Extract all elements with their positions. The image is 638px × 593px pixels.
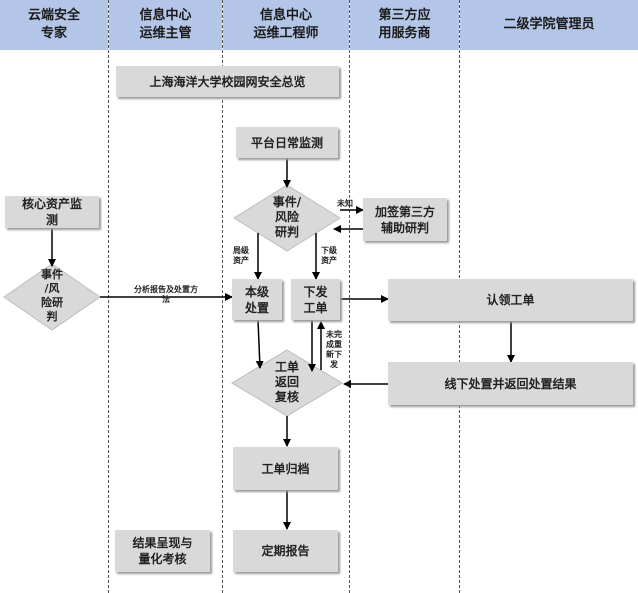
lane-title: 信息中心 运维主管: [139, 8, 192, 41]
edge-label-incomplete-reissue: 未完 成重 新下 发: [326, 330, 342, 369]
lane-title: 云端安全 专家: [27, 8, 80, 41]
edge-label-sub-asset: 下级 资产: [321, 246, 337, 265]
edge-label-unknown: 未知: [337, 199, 353, 208]
core-asset-monitor-box: 核心资产监 测: [5, 196, 99, 228]
lane-title: 信息中心 运维工程师: [253, 8, 319, 41]
result-assess-box: 结果呈现与 量化考核: [115, 530, 210, 572]
lane-title: 二级学院管理员: [503, 17, 595, 32]
periodic-report-box: 定期报告: [233, 530, 338, 572]
lane-header-cloud-expert: 云端安全 专家: [0, 0, 108, 50]
lane-divider: [349, 0, 350, 593]
event-risk-left-label: 事件 /风 险研 判: [41, 268, 63, 323]
edge-label-local-asset: 局级 资产: [233, 246, 249, 265]
lane-header-college-admin: 二级学院管理员: [460, 0, 638, 50]
lane-header-ops-engineer: 信息中心 运维工程师: [223, 0, 349, 50]
ticket-review-label: 工单 返回 复核: [274, 360, 299, 404]
offline-handle-box: 线下处置并返回处置结果: [388, 362, 633, 405]
lane-header-third-party: 第三方应 用服务商: [350, 0, 459, 50]
edge-label-analysis-report: 分析报告及处置方 法: [134, 285, 198, 304]
lane-header-ops-supervisor: 信息中心 运维主管: [109, 0, 222, 50]
decision-diamond-center: [233, 184, 341, 252]
arrow-local-to-review: [255, 319, 264, 369]
ticket-archive-box: 工单归档: [233, 447, 338, 490]
overview-box: 上海海洋大学校园网安全总览: [116, 66, 339, 97]
local-handle-box: 本级 处置: [232, 279, 282, 320]
third-party-assist-box: 加签第三方 辅助研判: [363, 198, 447, 241]
daily-monitor-box: 平台日常监测: [236, 127, 338, 158]
claim-ticket-box: 认领工单: [388, 279, 633, 321]
lane-title: 第三方应 用服务商: [378, 8, 431, 41]
event-risk-center-label: 事件/ 风险 研判: [272, 195, 302, 239]
decision-diamond-left: [3, 263, 101, 331]
issue-ticket-box: 下发 工单: [291, 279, 340, 320]
